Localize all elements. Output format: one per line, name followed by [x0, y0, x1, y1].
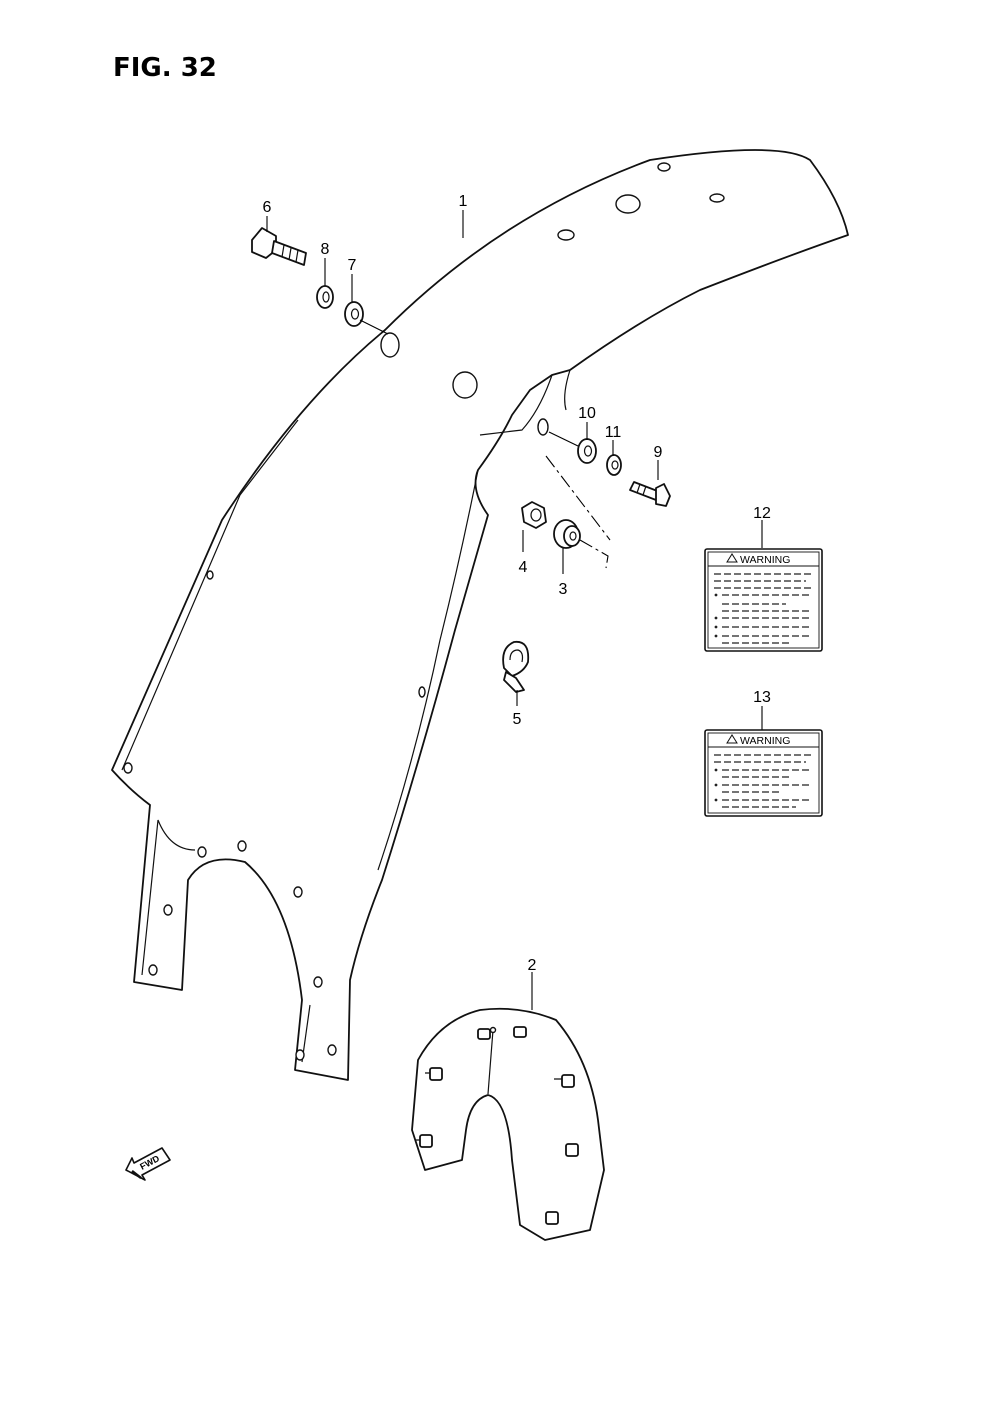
clamp-5-part	[502, 640, 530, 693]
warning-triangle-icon	[726, 734, 738, 744]
callout-2: 2	[528, 957, 537, 974]
callout-8: 8	[321, 241, 330, 258]
fwd-arrow-icon: FWD	[125, 1147, 171, 1181]
bolt-6-part	[251, 227, 307, 266]
callout-10: 10	[578, 405, 596, 422]
callout-1: 1	[459, 193, 468, 210]
callout-7: 7	[348, 257, 357, 274]
callout-3: 3	[559, 581, 568, 598]
lock-washer-8-part	[316, 285, 334, 309]
warning-triangle-icon	[726, 553, 738, 563]
warning-label-13-title: WARNING	[740, 735, 790, 747]
warning-label-13: WARNING	[704, 729, 823, 817]
callout-5: 5	[513, 711, 522, 728]
warning-label-12-title: WARNING	[740, 554, 790, 566]
rear-fender-part	[111, 149, 849, 1081]
warning-label-12: WARNING	[704, 548, 823, 652]
callout-11: 11	[605, 424, 622, 441]
bolt-9-part	[629, 481, 671, 507]
callout-4: 4	[519, 559, 528, 576]
lock-washer-11-part	[606, 454, 622, 476]
grommet-3-part	[553, 519, 581, 549]
nut-4-part	[521, 501, 547, 529]
washer-10-part	[577, 438, 597, 464]
callout-12: 12	[753, 505, 771, 522]
callout-9: 9	[654, 444, 663, 461]
washer-7-part	[344, 301, 364, 327]
callout-6: 6	[263, 199, 272, 216]
inner-guard-plate-part	[411, 1007, 605, 1241]
callout-13: 13	[753, 689, 771, 706]
figure-title: FIG. 32	[113, 53, 217, 83]
